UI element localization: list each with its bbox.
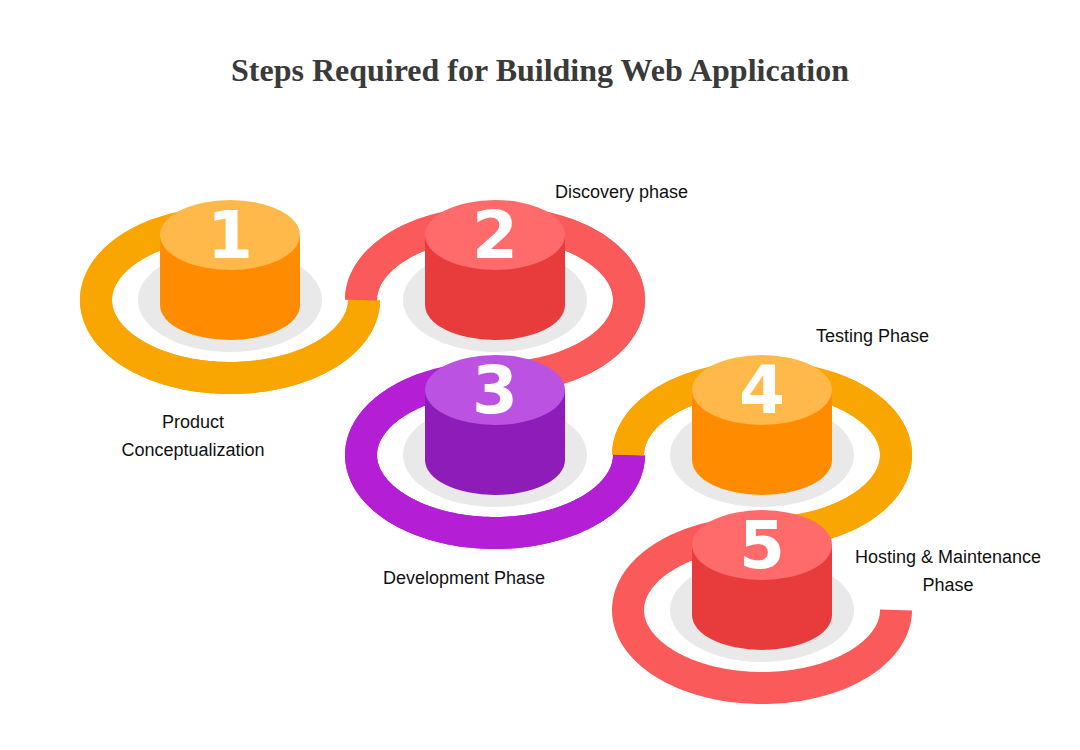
- step-cylinder: 5Hosting & Maintenance Phase: [692, 510, 832, 650]
- step-number-holder: 4: [692, 349, 832, 433]
- step-number: 3: [472, 358, 518, 424]
- cylinder-base: [425, 425, 565, 495]
- step-label: Development Phase: [344, 564, 584, 592]
- step-number-holder: 5: [692, 504, 832, 588]
- step-number-holder: 2: [425, 194, 565, 278]
- connector-segment: [832, 388, 896, 521]
- step-number-holder: 1: [160, 194, 300, 278]
- step-number-holder: 3: [425, 349, 565, 433]
- step-number: 4: [739, 358, 785, 424]
- cylinder-base: [425, 270, 565, 340]
- step-label: Product Conceptualization: [98, 408, 288, 464]
- cylinder-top: [692, 355, 832, 425]
- cylinder-top: [425, 355, 565, 425]
- cylinder-top: [160, 200, 300, 270]
- step-label: Testing Phase: [816, 322, 1016, 350]
- step-cylinder: 4Testing Phase: [692, 355, 832, 495]
- step-number: 2: [472, 203, 518, 269]
- step-cylinder: 3Development Phase: [425, 355, 565, 495]
- snake-connector: [832, 388, 896, 521]
- cylinder-base: [692, 425, 832, 495]
- connector-segment: [628, 388, 692, 455]
- step-cylinder: 1Product Conceptualization: [160, 200, 300, 340]
- cylinder-base: [160, 270, 300, 340]
- step-label: Discovery phase: [555, 178, 775, 206]
- connector-segment: [565, 233, 629, 366]
- cylinder-top: [692, 510, 832, 580]
- diagram-title: Steps Required for Building Web Applicat…: [0, 52, 1080, 89]
- connectors: [96, 233, 896, 533]
- step-number: 1: [207, 203, 253, 269]
- ring-arcs: [96, 222, 896, 688]
- step-number: 5: [739, 513, 785, 579]
- step-label: Hosting & Maintenance Phase: [848, 543, 1048, 599]
- connector-segment: [361, 233, 425, 300]
- snake-connector: [565, 233, 629, 366]
- step-cylinder: 2Discovery phase: [425, 200, 565, 340]
- cylinder-base: [692, 580, 832, 650]
- cylinder-top: [425, 200, 565, 270]
